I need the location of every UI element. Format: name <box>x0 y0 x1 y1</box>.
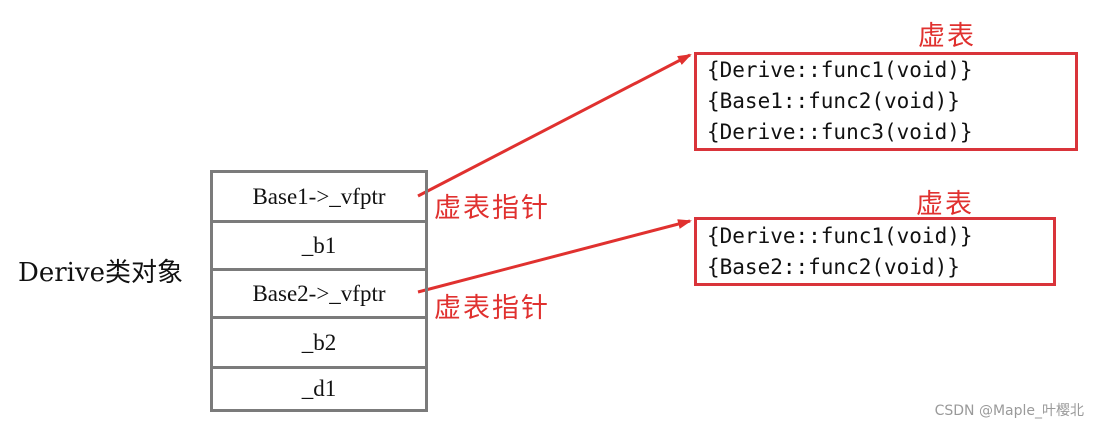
cell-d1: _d1 <box>301 376 337 401</box>
vtable1-entry: {Derive::func3(void)} <box>707 120 973 144</box>
vfptr1-label: 虚表指针 <box>434 193 550 224</box>
vtable2-box: {Derive::func1(void)} {Base2::func2(void… <box>694 217 1056 286</box>
vtable2-entry: {Base2::func2(void)} <box>707 255 960 279</box>
cell-base1-vfptr: Base1->_vfptr <box>213 173 425 223</box>
vtable2-entry: {Derive::func1(void)} <box>707 224 973 248</box>
vtable1-entry: {Derive::func1(void)} <box>707 58 973 82</box>
watermark: CSDN @Maple_叶樱北 <box>934 403 1084 419</box>
cell-b1: _b1 <box>213 223 425 271</box>
arrow-vfptr2-to-vtable2 <box>417 219 692 294</box>
arrow-vfptr1-to-vtable1 <box>417 53 692 198</box>
object-label: Derive类对象 <box>18 258 184 288</box>
vtable1-title: 虚表 <box>918 21 976 52</box>
vtable1-box: {Derive::func1(void)} {Base1::func2(void… <box>694 52 1078 151</box>
vtable1-entry: {Base1::func2(void)} <box>707 89 960 113</box>
cell-base2-vfptr: Base2->_vfptr <box>213 271 425 319</box>
object-layout-box: Base1->_vfptr _b1 Base2->_vfptr _b2 _d1 <box>210 170 428 412</box>
vfptr2-label: 虚表指针 <box>434 293 550 324</box>
vtable2-title: 虚表 <box>916 189 974 220</box>
cell-b2: _b2 <box>213 319 425 369</box>
